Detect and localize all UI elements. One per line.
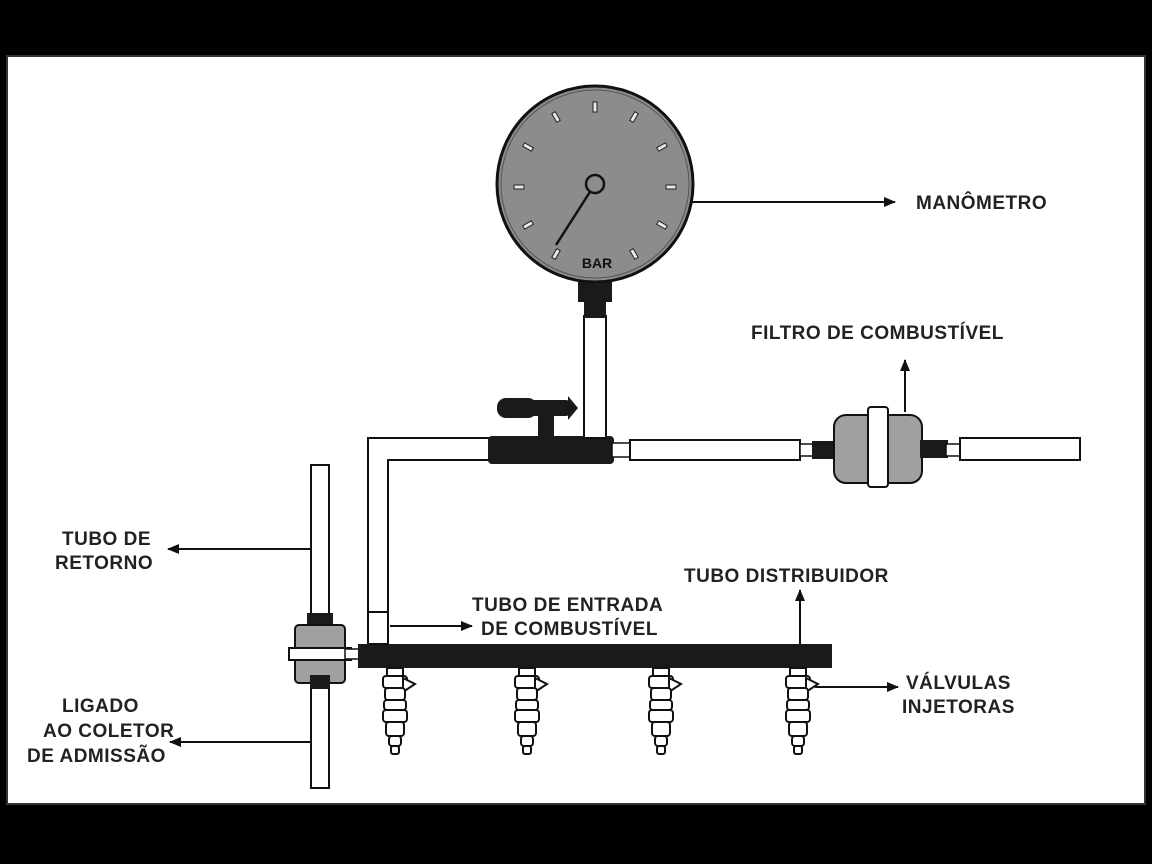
injector-part — [789, 667, 807, 677]
gauge-needle — [554, 183, 597, 246]
gauge-ticks — [513, 101, 677, 261]
injector-part — [654, 735, 668, 747]
injector-part — [402, 676, 417, 694]
injector-part — [649, 699, 673, 711]
injector-part — [652, 667, 670, 677]
label-filtro: FILTRO DE COMBUSTÍVEL — [751, 322, 1004, 344]
label-manometro: MANÔMETRO — [916, 192, 1047, 214]
injector-valve — [514, 667, 549, 755]
injector-valve — [382, 667, 417, 755]
injector-part — [384, 687, 406, 701]
injector-part — [650, 687, 672, 701]
label-valvulas-line1: VÁLVULAS — [906, 672, 1011, 694]
gauge-hub — [584, 173, 606, 195]
injector-part — [648, 709, 674, 723]
injector-part — [514, 709, 540, 723]
tee-fitting — [488, 396, 631, 464]
label-distribuidor: TUBO DISTRIBUIDOR — [684, 566, 889, 587]
injector-part — [383, 699, 407, 711]
injector-valve — [648, 667, 683, 755]
label-ligado-line1: LIGADO — [62, 696, 139, 717]
injector-part — [791, 735, 805, 747]
label-retorno-line2: RETORNO — [55, 553, 153, 574]
supply-tube — [629, 439, 836, 461]
injector-part — [515, 699, 539, 711]
gauge-tube — [583, 315, 607, 439]
injector-part — [793, 745, 803, 755]
injector-part — [787, 687, 809, 701]
injectors — [382, 667, 820, 755]
injector-valve — [785, 667, 820, 755]
label-entrada-line2: DE COMBUSTÍVEL — [481, 618, 658, 640]
injector-part — [385, 721, 405, 737]
callout-arrows — [167, 197, 910, 747]
pressure-gauge: BAR — [495, 84, 695, 318]
pressure-regulator — [288, 613, 362, 689]
label-entrada-line1: TUBO DE ENTRADA — [472, 595, 663, 616]
injector-part — [668, 676, 683, 694]
label-ligado-line3: DE ADMISSÃO — [27, 745, 166, 767]
injector-part — [388, 735, 402, 747]
injector-part — [805, 676, 820, 694]
injector-part — [785, 709, 811, 723]
injector-part — [788, 721, 808, 737]
injector-part — [651, 721, 671, 737]
fuel-inlet-tube — [367, 437, 491, 645]
label-retorno-line1: TUBO DE — [62, 529, 151, 550]
injector-part — [390, 745, 400, 755]
injector-part — [522, 745, 532, 755]
label-valvulas-line2: INJETORAS — [902, 697, 1015, 718]
injector-part — [518, 667, 536, 677]
gauge-unit-label: BAR — [582, 255, 612, 271]
injector-part — [520, 735, 534, 747]
label-ligado-line2: AO COLETOR — [43, 721, 174, 742]
injector-part — [516, 687, 538, 701]
injector-part — [786, 699, 810, 711]
fuel-rail — [358, 644, 832, 668]
fuel-filter — [833, 406, 1081, 488]
injector-part — [386, 667, 404, 677]
injector-part — [382, 709, 408, 723]
injector-part — [534, 676, 549, 694]
injector-part — [656, 745, 666, 755]
injector-part — [517, 721, 537, 737]
